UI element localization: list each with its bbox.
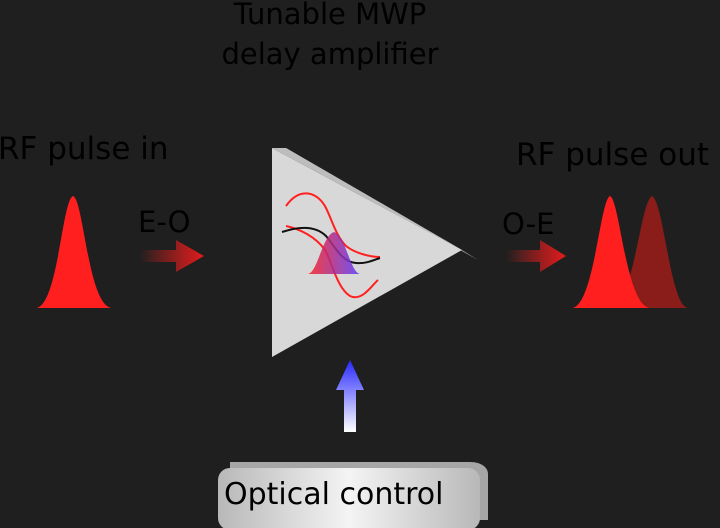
eo-label: E-O	[138, 205, 191, 239]
oe-arrow	[506, 240, 566, 272]
amplifier-triangle	[272, 148, 462, 357]
title-line-2: delay amplifier	[221, 37, 439, 71]
input-pulse	[36, 196, 112, 308]
oe-label: O-E	[502, 207, 555, 241]
eo-arrow	[140, 240, 204, 272]
optical-control-arrow	[336, 360, 364, 432]
amplifier-triangle-edge	[272, 148, 462, 250]
title-line-1: Tunable MWP	[233, 0, 427, 31]
control-box	[218, 468, 480, 528]
rf-output-label: RF pulse out	[516, 137, 710, 173]
optical-control-label: Optical control	[224, 477, 444, 512]
rf-input-label: RF pulse in	[0, 131, 169, 167]
red-dispersion-curve-upper	[285, 192, 381, 258]
output-pulse	[572, 196, 650, 308]
small-pulse-inside	[308, 232, 360, 274]
red-dispersion-curve-lower	[285, 225, 379, 299]
